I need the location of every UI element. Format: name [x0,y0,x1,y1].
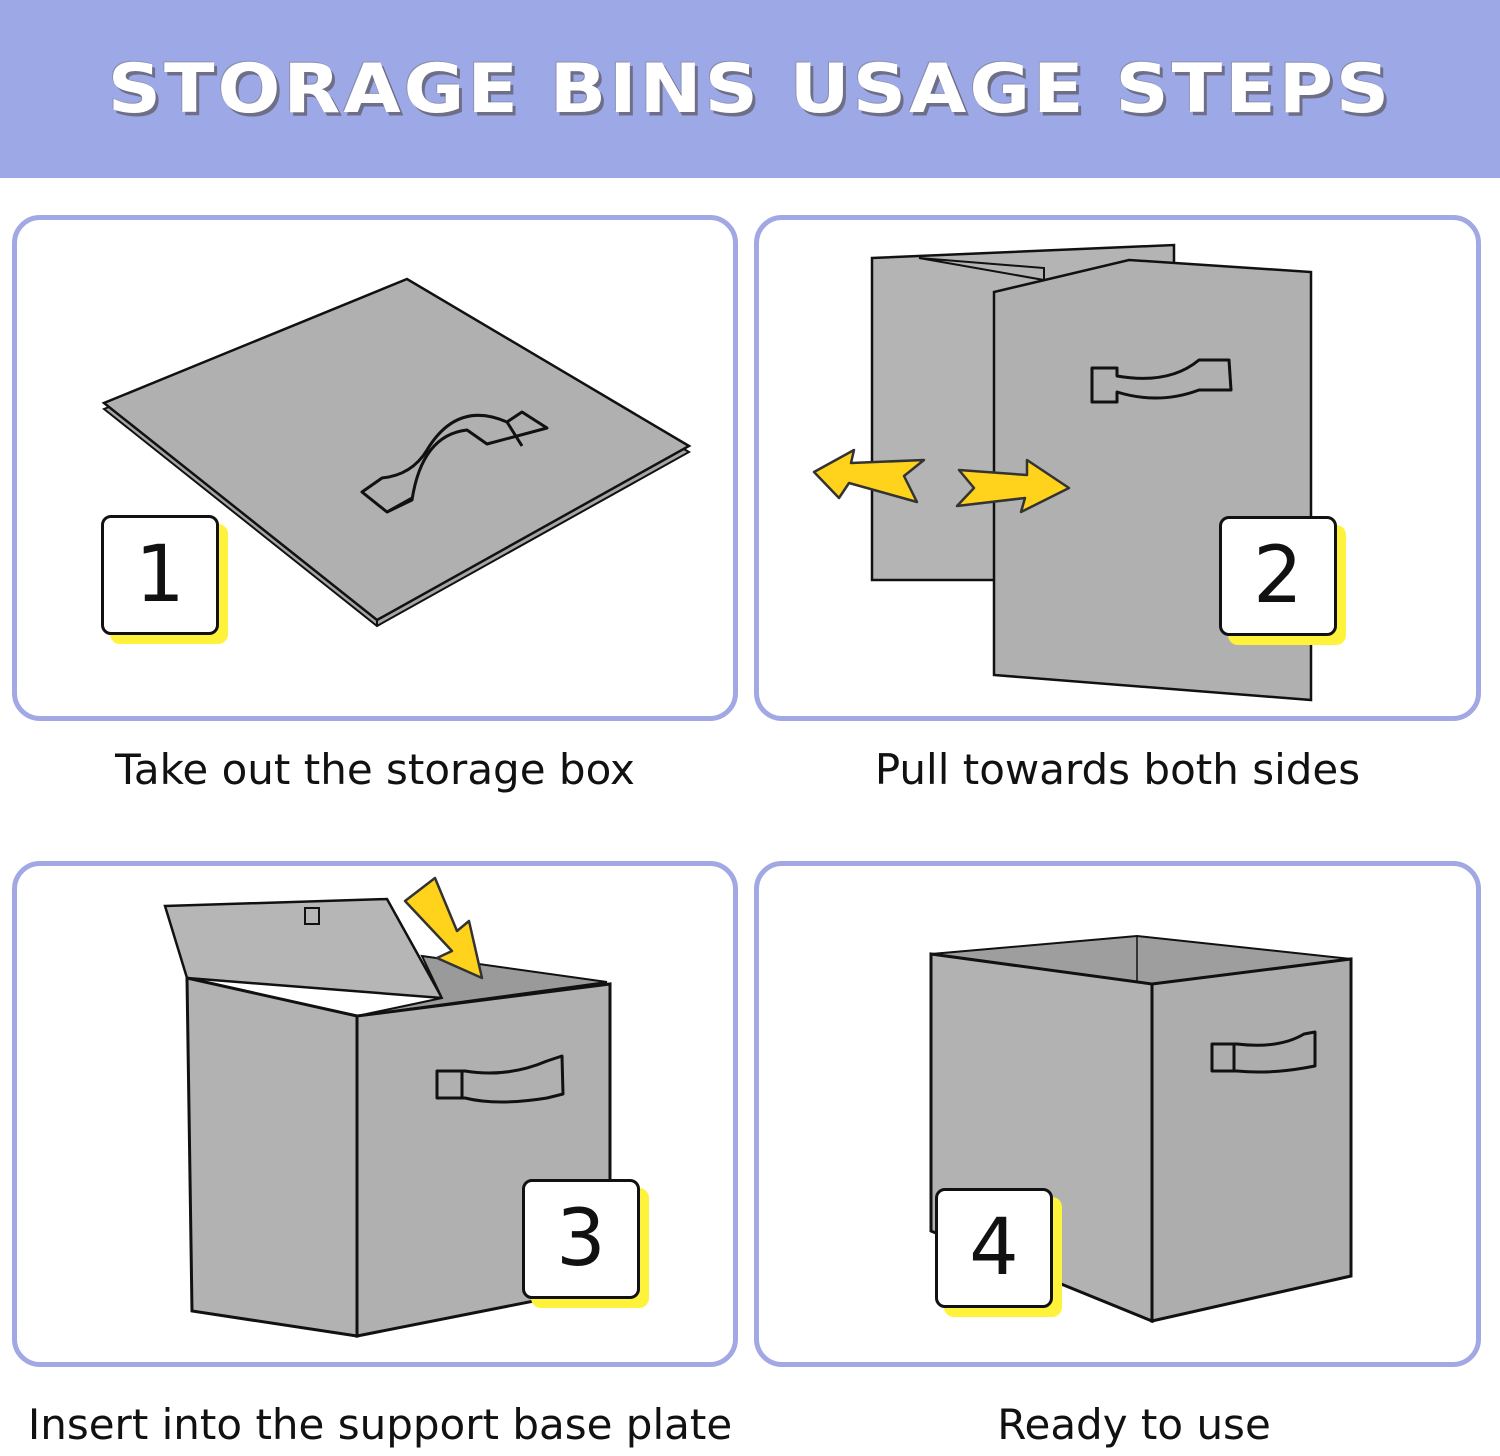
arrow-down-icon [403,876,484,980]
page-title: STORAGE BINS USAGE STEPS [107,49,1393,129]
step-2-panel: 2 [754,215,1481,721]
step-number-badge: 1 [101,515,219,635]
arrow-left-icon [812,448,926,504]
handle-icon [360,410,549,514]
step-3-caption: Insert into the support base plate [27,1400,733,1449]
step-3-panel: 3 [12,861,738,1367]
arrow-right-icon [955,458,1071,514]
handle-icon [1210,1030,1317,1074]
handle-icon [435,1054,565,1104]
header-banner: STORAGE BINS USAGE STEPS [0,0,1500,178]
step-2-caption: Pull towards both sides [874,745,1361,794]
flat-bin-illustration [101,277,692,628]
step-number-badge: 2 [1219,516,1337,636]
finished-bin-illustration [929,934,1353,1324]
handle-icon [1090,358,1233,404]
step-4-panel: 4 [754,861,1481,1367]
step-number-badge: 3 [522,1179,640,1299]
step-1-panel: 1 [12,215,738,721]
unfolding-bin-illustration [812,243,1313,702]
step-4-caption: Ready to use [997,1400,1271,1449]
step-number-badge: 4 [935,1188,1053,1308]
step-1-caption: Take out the storage box [115,745,635,794]
